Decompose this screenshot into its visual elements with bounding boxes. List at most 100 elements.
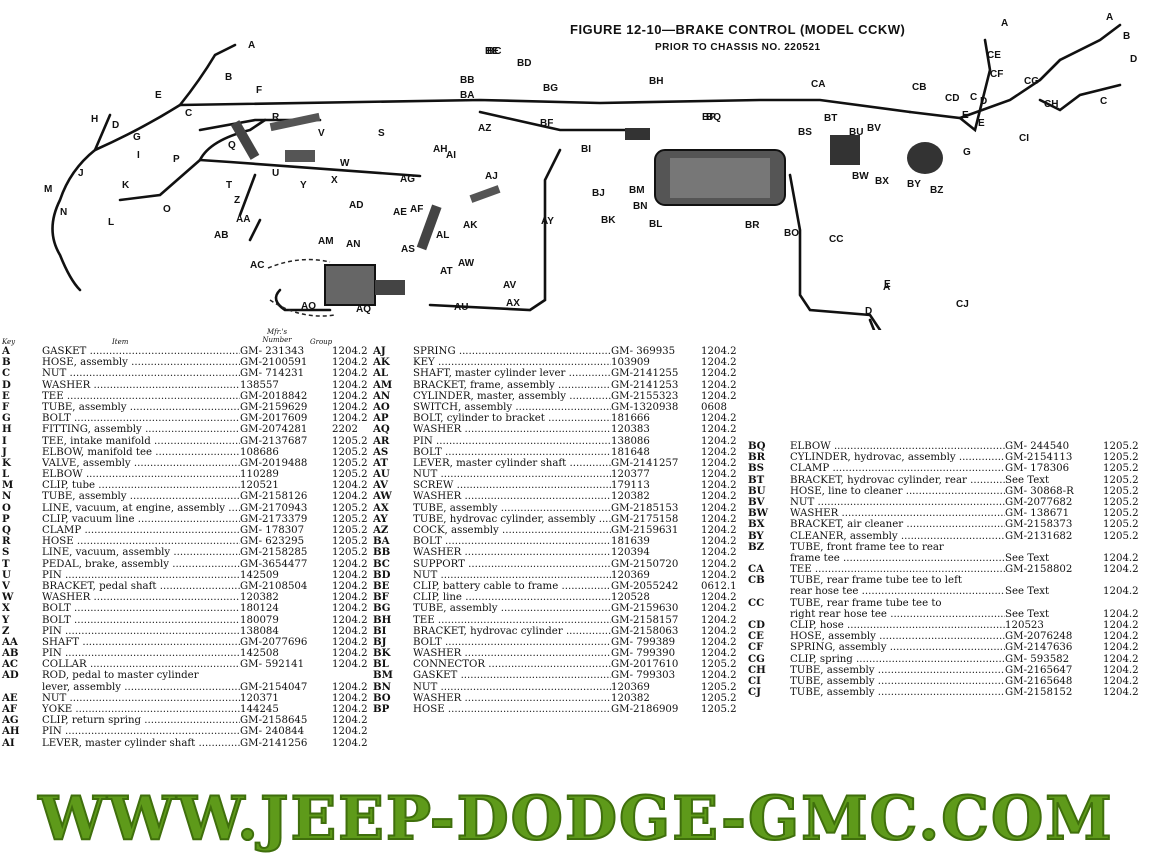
- part-key: Q: [2, 524, 11, 536]
- part-item: TUBE, assembly: [42, 402, 240, 413]
- part-item: NUT: [413, 570, 611, 581]
- callout-label: CJ: [956, 299, 969, 310]
- callout-label: P: [173, 154, 180, 165]
- part-number: GM-1320938: [611, 401, 679, 413]
- part-item: SHAFT: [42, 637, 240, 648]
- part-group: 1204.2: [332, 491, 368, 503]
- part-item: TEE: [42, 391, 240, 402]
- part-group: 1205.2: [1103, 508, 1139, 520]
- part-item: TUBE, front frame tee to rear: [790, 541, 944, 553]
- part-group: 1204.2: [701, 547, 737, 559]
- part-key: D: [2, 378, 11, 391]
- part-group: 1204.2: [1103, 664, 1139, 676]
- part-item: BRACKET, pedal shaft: [42, 581, 240, 592]
- part-key: CA: [748, 563, 765, 576]
- part-group: 1204.2: [332, 480, 368, 492]
- table-row: AFYOKE1442451204.2: [2, 703, 370, 715]
- part-key: V: [2, 579, 10, 592]
- table-row: BBWASHER1203941204.2: [373, 547, 745, 559]
- callout-label: AT: [440, 266, 453, 277]
- part-group: 1204.2: [701, 614, 737, 626]
- part-number: GM-2141257: [611, 457, 679, 469]
- callout-label: BK: [601, 215, 616, 226]
- part-key: AR: [373, 434, 390, 447]
- part-key: CD: [748, 619, 765, 631]
- part-group: 1204.2: [332, 625, 368, 637]
- part-number: See Text: [1005, 474, 1050, 486]
- part-number: 120521: [240, 480, 279, 492]
- part-group: 1205.2: [332, 502, 368, 514]
- part-key: H: [2, 423, 12, 436]
- table-row: ABPIN1425081204.2: [2, 647, 370, 659]
- part-number: GM-2159630: [611, 603, 679, 615]
- part-key: BE: [373, 579, 390, 592]
- part-group: 1205.2: [332, 435, 368, 447]
- part-item: frame tee: [790, 553, 1005, 564]
- part-number: 120382: [611, 692, 650, 704]
- part-number: 138086: [611, 435, 650, 447]
- part-key: BP: [373, 703, 390, 715]
- part-item: WASHER: [413, 491, 611, 502]
- part-number: 120523: [1005, 620, 1044, 631]
- part-number: GM- 799390: [611, 648, 676, 660]
- part-number: GM-2158126: [240, 491, 308, 503]
- part-item: HOSE: [413, 704, 611, 715]
- part-group: 1204.2: [701, 625, 737, 637]
- part-number: GM-2018842: [240, 390, 308, 402]
- part-number: GM-2158802: [1005, 564, 1073, 576]
- part-group: 1205.2: [332, 547, 368, 559]
- callout-label: A: [883, 282, 890, 293]
- part-number: 103909: [611, 357, 650, 369]
- part-key: E: [2, 389, 10, 402]
- part-item: SPRING, assembly: [790, 642, 1005, 653]
- table-row: AENUT1203711204.2: [2, 692, 370, 704]
- callout-label: S: [378, 128, 385, 139]
- callout-label: T: [226, 180, 232, 191]
- part-group: 1204.2: [332, 368, 368, 380]
- part-key: BY: [748, 529, 764, 542]
- part-number: [1005, 542, 1103, 553]
- part-key: BQ: [748, 440, 766, 452]
- callout-label: CE: [987, 50, 1001, 61]
- part-number: 120383: [611, 424, 650, 436]
- part-group: 1204.2: [701, 446, 737, 458]
- part-group: 1205.2: [1103, 441, 1139, 452]
- part-number: GM-2055242: [611, 580, 679, 592]
- part-group: 1204.2: [332, 379, 368, 391]
- part-key: BK: [373, 647, 391, 660]
- callout-label: D: [1130, 54, 1137, 65]
- part-number: GM- 231343: [240, 346, 305, 357]
- table-row: WWASHER1203821204.2: [2, 591, 370, 603]
- callout-label: AS: [401, 244, 415, 255]
- callout-label: V: [318, 128, 325, 139]
- part-group: 1204.2: [701, 569, 737, 581]
- part-key: AT: [373, 456, 388, 469]
- callout-label: E: [962, 110, 969, 121]
- callout-label: I: [137, 150, 140, 161]
- callout-label: AO: [301, 301, 316, 312]
- callout-label: CH: [1044, 99, 1058, 110]
- callout-label: AI: [446, 150, 456, 161]
- part-key: BJ: [373, 635, 387, 648]
- part-number: [240, 670, 332, 681]
- callout-label: BN: [633, 201, 647, 212]
- part-group: 1204.2: [701, 435, 737, 447]
- part-number: GM-2185153: [611, 502, 679, 514]
- part-number: 181648: [611, 446, 650, 458]
- part-number: 120528: [611, 592, 650, 604]
- part-key: BW: [748, 507, 769, 520]
- part-number: GM-2159631: [611, 525, 679, 536]
